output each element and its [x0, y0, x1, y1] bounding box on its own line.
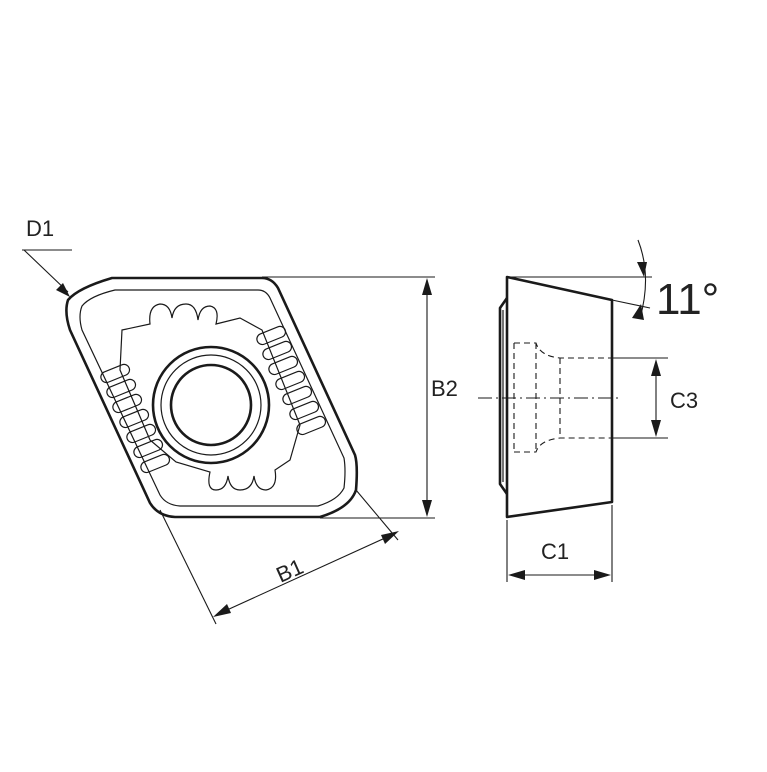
insert-outline	[65, 276, 359, 519]
b1-extension-right	[355, 489, 399, 541]
center-hole-inner	[169, 363, 253, 447]
center-hole-outer	[151, 345, 271, 465]
chipbreaker-outline	[119, 303, 301, 491]
side-seat	[498, 297, 509, 495]
d1-leader-line	[23, 249, 69, 293]
c1-dimension: C1	[506, 505, 613, 582]
c3-label: C3	[670, 388, 698, 413]
side-outline	[505, 275, 614, 519]
insert-top-view	[65, 276, 359, 519]
b2-dimension: B2	[262, 276, 458, 519]
angle-label: 11°	[656, 275, 719, 324]
d1-label: D1	[26, 216, 54, 241]
b1-label: B1	[272, 554, 307, 588]
b2-label: B2	[431, 376, 458, 401]
insert-side-view	[478, 275, 622, 519]
d1-dimension: D1	[22, 216, 72, 297]
right-chip-grooves	[256, 325, 327, 436]
center-hole-chamfer	[160, 354, 262, 456]
insert-inner-edge	[79, 289, 346, 507]
b1-dimension: B1	[159, 489, 399, 625]
b1-dimension-line	[215, 532, 397, 616]
left-chip-grooves	[100, 363, 171, 474]
c3-dimension: C3	[612, 357, 698, 439]
angle-dimension: 11°	[507, 239, 719, 324]
d1-arrowhead	[56, 283, 70, 297]
b1-extension-left	[159, 509, 217, 625]
c1-label: C1	[541, 539, 569, 564]
